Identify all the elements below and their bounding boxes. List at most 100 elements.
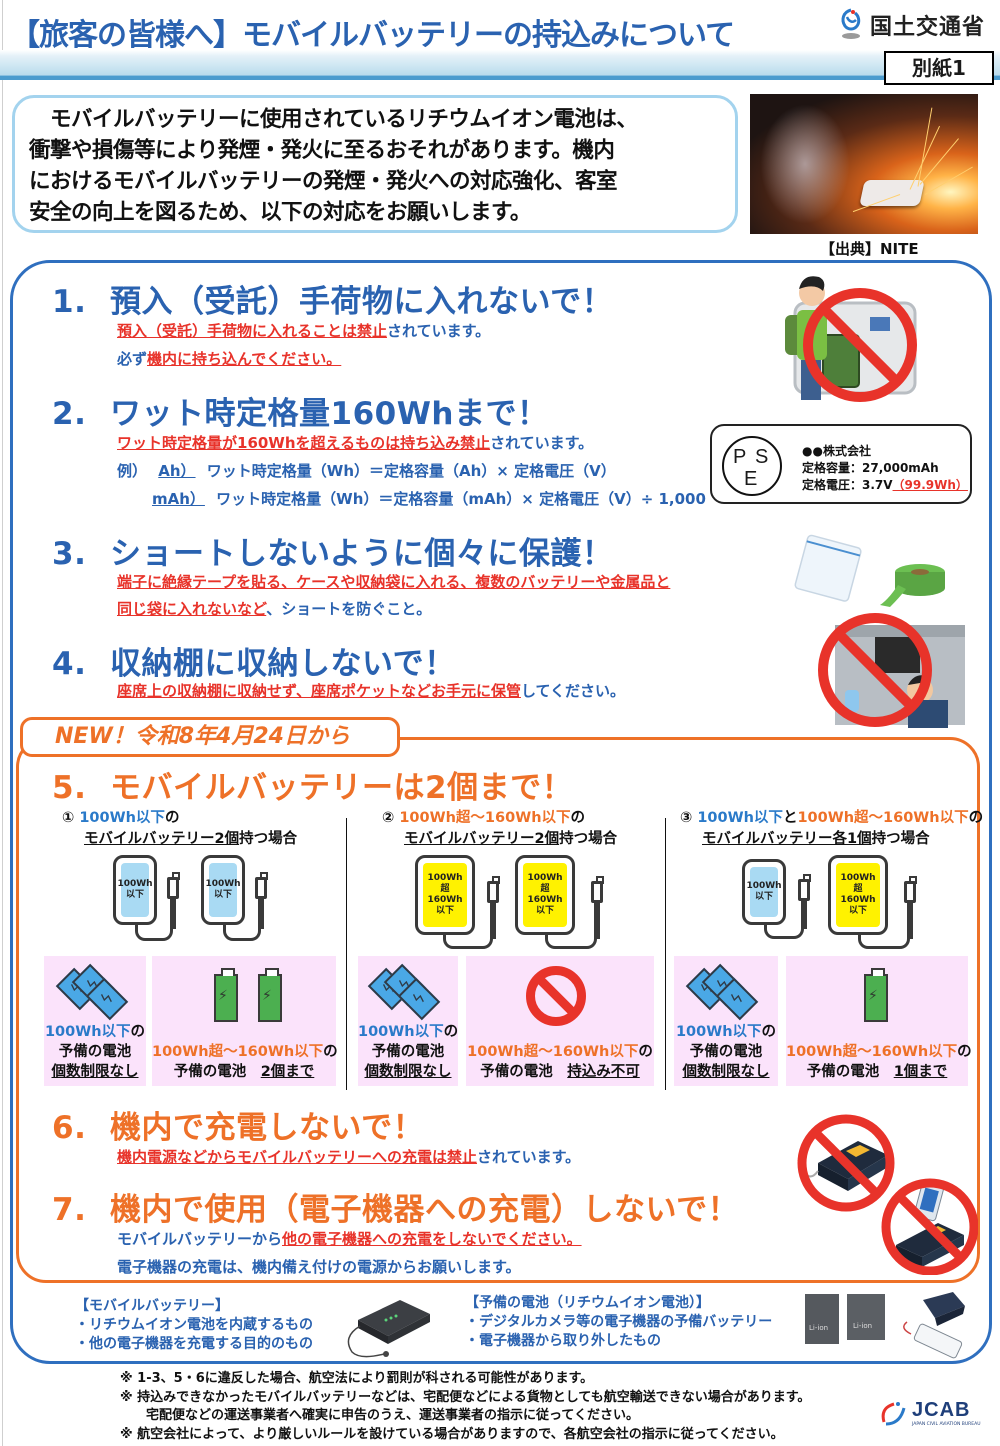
checked-baggage-prohibited-illustration [775,265,945,405]
plain-text: してください。 [520,682,626,700]
usb-plug-icon [591,876,604,903]
footnote: ※ 1-3、5・6に違反した場合、航空法により罰則が科される可能性があります。 [120,1371,594,1386]
rule-title-text: 収納棚に収納しないで！ [110,646,456,682]
header-band [0,50,1000,80]
case-1-phones: 100Wh 以下 100Wh 以下 [105,855,285,945]
spare-text-part: の [443,1024,459,1040]
plain-text: されています。 [387,322,491,340]
rule-title-text: 預入（受託）手荷物に入れないで！ [110,284,614,320]
case-3-spare-large: 100Wh超～160Wh以下の 予備の電池 1個まで [786,956,972,1086]
pse-company: ●●株式会社 [802,444,871,458]
footnote: 宅配便などの運送事業者へ確実に申告のうえ、運送事業者の指示に従ってください。 [120,1408,639,1423]
spare-text: 100Wh超～160Wh以下の 予備の電池 2個まで [152,1042,338,1082]
case-3-phones: 100Wh 以下 100Wh超 160Wh以下 [742,855,942,950]
spare-text-part: 予備の電池 [480,1064,553,1080]
cable-shape [858,935,910,949]
case-2-header: ② 100Wh超～160Wh以下の モバイルバッテリー2個持つ場合 [382,808,617,850]
cable-shape [443,935,493,949]
case-marker: ② [382,810,395,826]
example-formula: ワット時定格量（Wh）＝定格容量（mAh）× 定格電圧（V）÷ 1,000 [216,490,706,508]
main-rules-frame [10,260,992,1364]
example-formula: ワット時定格量（Wh）＝定格容量（Ah）× 定格電圧（V） [206,462,616,480]
case-1-spare-large: 100Wh超～160Wh以下の 予備の電池 2個まで [152,956,338,1086]
battery-fire-photo [750,94,978,234]
zip-bag-icon [794,534,862,602]
footnotes: ※ 1-3、5・6に違反した場合、航空法により罰則が科される可能性があります。 … [120,1370,810,1444]
rule-3-line-2: 同じ袋に入れないなど、ショートを防ぐこと。 [117,598,431,619]
spare-limit: 100Wh以下 [675,1024,762,1040]
jcab-logo: JCAB JAPAN CIVIL AVIATION BUREAU [878,1398,981,1428]
cable-shape [594,903,600,939]
new-rules-frame [16,737,980,1283]
pse-letter: P [733,446,747,468]
battery-label: 100Wh 以下 [117,863,153,917]
case-highlight: 100Wh超～160Wh以下 [797,810,969,826]
spare-text: 100Wh以下の 予備の電池 個数制限なし [358,1022,458,1082]
rule-6-title: 6.機内で充電しないで！ [52,1102,424,1147]
spare-rule: 2個まで [260,1064,315,1080]
rule-4-title: 4.収納棚に収納しないで！ [52,638,456,683]
ministry-emblem-icon [838,8,864,42]
emphasis-text: ワット時定格量が160Whを超えるものは持ち込み禁止 [117,434,491,452]
mobile-battery-photo [338,1292,438,1362]
case-3-spare-small: 100Wh以下の 予備の電池 個数制限なし [674,956,778,1086]
battery-label: 100Wh超 160Wh以下 [836,863,880,927]
rule-title-text: モバイルバッテリーは2個まで！ [110,770,574,806]
case-underlined: モバイルバッテリー2個 [84,831,240,847]
plain-text: 必ず [117,350,148,368]
rule-7-title: 7.機内で使用（電子機器への充電）しないで！ [52,1184,739,1229]
definition-item: ・リチウムイオン電池を内蔵するもの [75,1317,313,1333]
plain-text: 、ショートを防ぐこと。 [266,600,432,618]
spare-limit: 100Wh超～160Wh以下 [152,1044,324,1060]
case-1-header: ① 100Wh以下の モバイルバッテリー2個持つ場合 [62,808,297,850]
jcab-subtitle: JAPAN CIVIL AVIATION BUREAU [912,1422,981,1427]
pse-label-example: P S E ●●株式会社 定格容量：27,000mAh 定格電圧：3.7V（99… [710,424,972,504]
svg-text:Li-ion: Li-ion [809,1324,828,1332]
rule-number: 5. [52,770,87,806]
spare-rule: 個数制限なし [682,1064,770,1080]
case-highlight: 100Wh以下 [79,810,165,826]
spare-battery-photos: Li-ion Li-ion [803,1288,978,1363]
footnote: ※ 航空会社によって、より厳しいルールを設けている場合がありますので、各航空会社… [120,1426,784,1442]
spare-limit: 100Wh以下 [358,1024,444,1040]
definition-item: ・電子機器から取り外したもの [465,1333,661,1349]
spare-battery-stack-icon [55,963,136,1024]
spare-text-part: 予備の電池 [58,1044,132,1060]
case-highlight: 100Wh超～160Wh以下 [399,810,571,826]
case-text: の [164,810,180,826]
emphasis-text: 同じ袋に入れないなど [117,600,267,618]
emphasis-text: 他の電子機器への充電をしないでください。 [282,1230,582,1248]
battery-label: 100Wh 以下 [746,867,782,917]
green-battery-icon [258,968,282,1022]
rule-5-title: 5. モバイルバッテリーは2個まで！ [52,762,573,807]
spare-battery-stack-icon [367,963,448,1024]
cable-shape [135,925,173,941]
photo-credit: 【出典】NITE [820,240,919,258]
spare-text-part: 予備の電池 [806,1064,880,1080]
spare-limit: 100Wh超～160Wh以下 [467,1044,639,1060]
spare-limit: 100Wh超～160Wh以下 [786,1044,958,1060]
protection-and-overhead-bin-illustration [780,525,970,730]
spare-text-part: の [323,1044,338,1060]
spare-text-part: の [957,1044,972,1060]
case-text: と [782,810,798,826]
rule-title-text: ショートしないように個々に保護！ [110,536,614,572]
intro-box: モバイルバッテリーに使用されているリチウムイオン電池は、 衝撃や損傷等により発煙… [12,95,738,233]
insulation-tape-icon [880,564,945,607]
battery-label: 100Wh超 160Wh以下 [423,863,467,927]
pse-letter: S [755,446,769,468]
intro-line: におけるモバイルバッテリーの発煙・発火への対応強化、客室 [29,169,618,194]
usb-plug-icon [255,872,268,899]
case-text: 持つ場合 [871,831,930,847]
emphasis-text: 座席上の収納棚に収納せず、座席ポケットなどお手元に保管 [117,682,521,700]
jcab-wordmark: JCAB [912,1399,971,1421]
new-rules-effective-badge: NEW！令和8年4月24日から [20,717,400,757]
case-underlined: モバイルバッテリー各1個 [702,831,872,847]
mobile-battery-icon: 100Wh超 160Wh以下 [415,855,475,935]
definition-title: 【予備の電池（リチウムイオン電池）】 [465,1295,710,1311]
plain-text: されています。 [477,1148,581,1166]
example-prefix: 例） [117,462,148,480]
spare-rule: 個数制限なし [364,1064,452,1080]
rule-number: 6. [52,1110,87,1146]
rule-1-line-2: 必ず機内に持ち込んでください。 [117,348,341,369]
